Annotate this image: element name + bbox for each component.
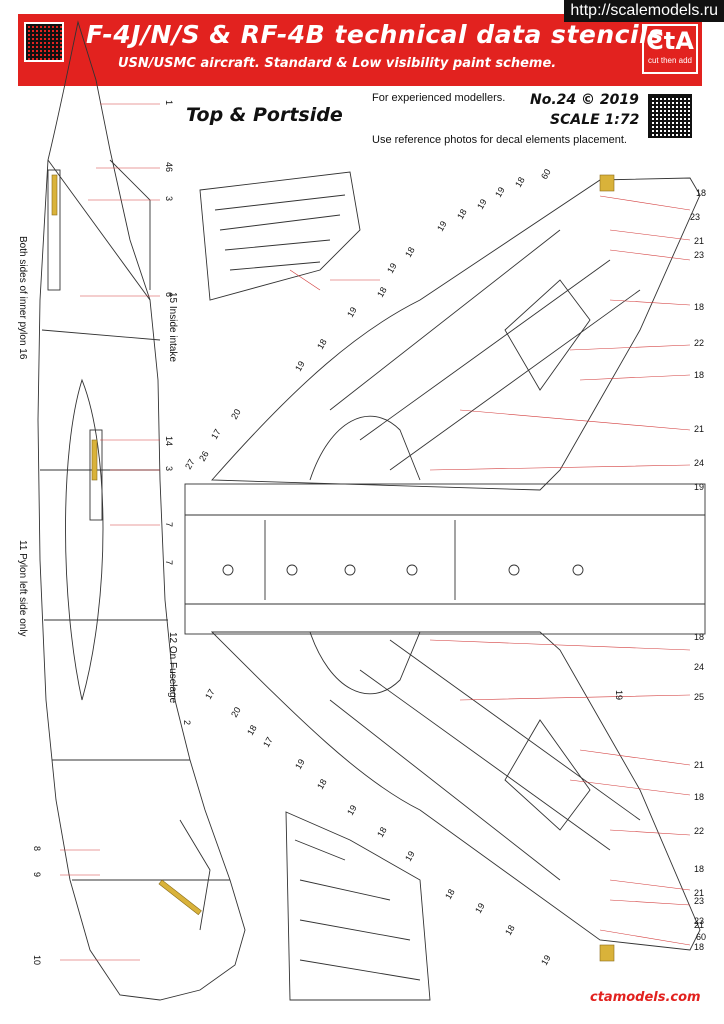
experience-note: For experienced modellers. <box>372 92 506 104</box>
reference-note: Use reference photos for decal elements … <box>372 134 627 146</box>
callout-number: 17 <box>209 427 223 441</box>
upper-wing-outline <box>211 177 701 491</box>
on-fuselage-note: 12 On Fuselage <box>167 632 178 704</box>
callout-number: 18 <box>513 175 527 189</box>
callout-number: 19 <box>293 757 307 771</box>
callout-number: 21 <box>694 760 704 770</box>
callout-number: 7 <box>164 560 174 565</box>
callout-number: 23 <box>694 916 704 926</box>
callout-number: 6 <box>164 292 174 297</box>
callout-number: 18 <box>694 302 704 312</box>
callout-number: 19 <box>403 849 417 863</box>
cta-logo-text: CtA <box>646 27 694 55</box>
callout-number: 10 <box>32 955 42 965</box>
callout-number: 19 <box>694 482 704 492</box>
callout-number: 23 <box>694 250 704 260</box>
cta-logo-tagline: cut then add <box>647 56 693 65</box>
callout-number: 27 <box>183 457 197 471</box>
callout-number: 60 <box>696 932 706 942</box>
callout-number: 23 <box>694 896 704 906</box>
callout-number: 3 <box>164 466 174 471</box>
callout-number: 18 <box>694 792 704 802</box>
callout-number: 21 <box>694 920 704 930</box>
sheet-subtitle: USN/USMC aircraft. Standard & Low visibi… <box>118 56 557 71</box>
callout-number: 18 <box>315 337 329 351</box>
callout-number: 26 <box>197 449 211 463</box>
qr-code-icon <box>648 94 692 138</box>
callout-number: 46 <box>164 162 174 172</box>
watermark-link[interactable]: http://scalemodels.ru <box>564 0 724 22</box>
scale-label: SCALE 1:72 <box>550 112 640 128</box>
callout-number: 20 <box>229 705 243 719</box>
side-fuselage-outline <box>37 20 246 1001</box>
cta-logo: CtA cut then add <box>642 24 698 74</box>
callout-number: 18 <box>696 188 706 198</box>
callout-number: 18 <box>503 923 517 937</box>
callout-number: 2 <box>182 720 192 725</box>
qr-code-icon <box>24 22 64 62</box>
callout-number: 18 <box>375 825 389 839</box>
callout-number: 22 <box>694 338 704 348</box>
sheet-title: F-4J/N/S & RF-4B technical data stencils <box>86 20 664 49</box>
center-fuselage <box>184 483 706 635</box>
callout-number: 60 <box>539 167 553 181</box>
callout-number: 19 <box>493 185 507 199</box>
pylon-left-note: 11 Pylon left side only <box>17 540 28 637</box>
callout-number: 17 <box>203 687 217 701</box>
callout-number: 19 <box>539 953 553 967</box>
callout-number: 18 <box>375 285 389 299</box>
callout-number: 14 <box>164 436 174 446</box>
callout-number: 19 <box>435 219 449 233</box>
callout-number: 17 <box>261 735 275 749</box>
callout-number: 24 <box>694 458 704 468</box>
inside-intake-note: 15 Inside intake <box>167 292 178 363</box>
callout-number: 19 <box>475 197 489 211</box>
callout-number: 21 <box>694 424 704 434</box>
title-banner <box>18 14 702 86</box>
callout-number: 25 <box>694 692 704 702</box>
callout-number: 9 <box>32 872 42 877</box>
callout-number: 7 <box>164 522 174 527</box>
callout-number: 8 <box>32 846 42 851</box>
pylon-inner-note: Both sides of inner pylon 16 <box>17 236 28 360</box>
callout-number: 3 <box>164 196 174 201</box>
callout-number: 1 <box>164 100 174 105</box>
stabilizer-top <box>199 171 361 301</box>
callout-number: 21 <box>694 888 704 898</box>
callout-number: 18 <box>455 207 469 221</box>
footer-url[interactable]: ctamodels.com <box>590 990 701 1005</box>
callout-number: 19 <box>345 803 359 817</box>
callout-number: 22 <box>694 826 704 836</box>
sheet-number: No.24 © 2019 <box>530 92 639 108</box>
callout-number: 19 <box>614 690 624 700</box>
callout-number: 19 <box>293 359 307 373</box>
callout-number: 23 <box>690 212 700 222</box>
callout-number: 18 <box>443 887 457 901</box>
callout-number: 18 <box>694 864 704 874</box>
callout-number: 18 <box>694 370 704 380</box>
callout-number: 20 <box>229 407 243 421</box>
callout-number: 19 <box>345 305 359 319</box>
callout-number: 18 <box>403 245 417 259</box>
callout-number: 19 <box>473 901 487 915</box>
callout-number: 19 <box>385 261 399 275</box>
view-title: Top & Portside <box>186 104 343 126</box>
stabilizer-bottom <box>285 811 431 1001</box>
callout-number: 18 <box>315 777 329 791</box>
callout-number: 18 <box>245 723 259 737</box>
callout-number: 18 <box>694 942 704 952</box>
callout-number: 21 <box>694 236 704 246</box>
lower-wing-outline <box>210 631 701 951</box>
callout-number: 24 <box>694 662 704 672</box>
callout-number: 18 <box>694 632 704 642</box>
